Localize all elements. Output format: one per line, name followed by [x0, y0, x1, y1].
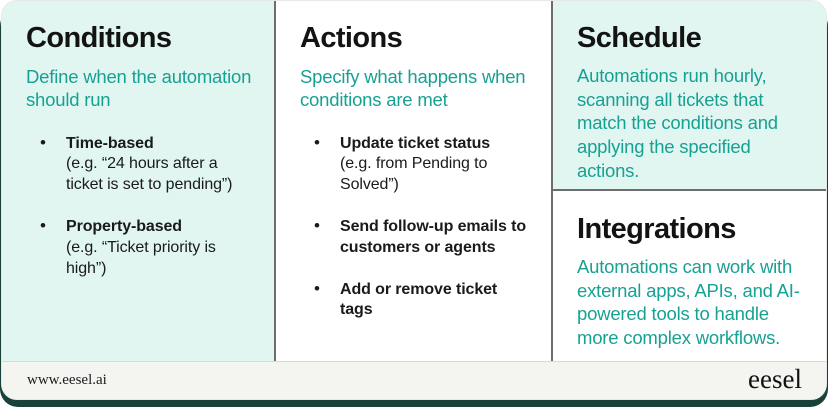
panel-conditions: Conditions Define when the automation sh…	[2, 1, 274, 361]
website-url: www.eesel.ai	[27, 372, 107, 388]
panels-row: Conditions Define when the automation sh…	[2, 1, 826, 361]
vertical-divider	[274, 1, 276, 361]
panel-integrations: Integrations Automations can work with e…	[553, 191, 826, 361]
list-item: Property-based (e.g. “Ticket priority is…	[26, 216, 252, 279]
bullet-desc: (e.g. “Ticket priority is high”)	[66, 238, 216, 277]
actions-bullet-list: Update ticket status (e.g. from Pending …	[300, 133, 531, 322]
panel-schedule: Schedule Automations run hourly, scannin…	[553, 1, 826, 189]
list-item: Send follow-up emails to customers or ag…	[300, 216, 531, 259]
schedule-title: Schedule	[577, 22, 702, 54]
bullet-title: Update ticket status	[340, 134, 491, 152]
list-item: Update ticket status (e.g. from Pending …	[300, 133, 531, 196]
right-column: Schedule Automations run hourly, scannin…	[553, 1, 826, 361]
bullet-title: Time-based	[66, 134, 154, 152]
conditions-title: Conditions	[26, 22, 172, 54]
conditions-subtitle: Define when the automation should run	[26, 66, 252, 111]
integrations-body: Automations can work with external apps,…	[577, 256, 800, 349]
list-item: Time-based (e.g. “24 hours after a ticke…	[26, 133, 252, 196]
conditions-bullet-list: Time-based (e.g. “24 hours after a ticke…	[26, 133, 252, 280]
vertical-divider	[551, 1, 553, 361]
list-item: Add or remove ticket tags	[300, 279, 531, 322]
card-footer: www.eesel.ai eesel	[2, 361, 826, 399]
bullet-title: Send follow-up emails to customers or ag…	[340, 217, 527, 256]
bullet-title: Property-based	[66, 217, 182, 235]
bullet-desc: (e.g. from Pending to Solved”)	[340, 155, 488, 194]
panel-actions: Actions Specify what happens when condit…	[276, 1, 551, 361]
bullet-desc: (e.g. “24 hours after a ticket is set to…	[66, 155, 233, 194]
eesel-logo: eesel	[748, 363, 802, 394]
actions-title: Actions	[300, 22, 403, 54]
schedule-body: Automations run hourly, scanning all tic…	[577, 65, 778, 181]
integrations-title: Integrations	[577, 213, 736, 245]
bullet-title: Add or remove ticket tags	[340, 280, 498, 319]
actions-subtitle: Specify what happens when conditions are…	[300, 66, 526, 111]
horizontal-divider	[553, 189, 826, 191]
